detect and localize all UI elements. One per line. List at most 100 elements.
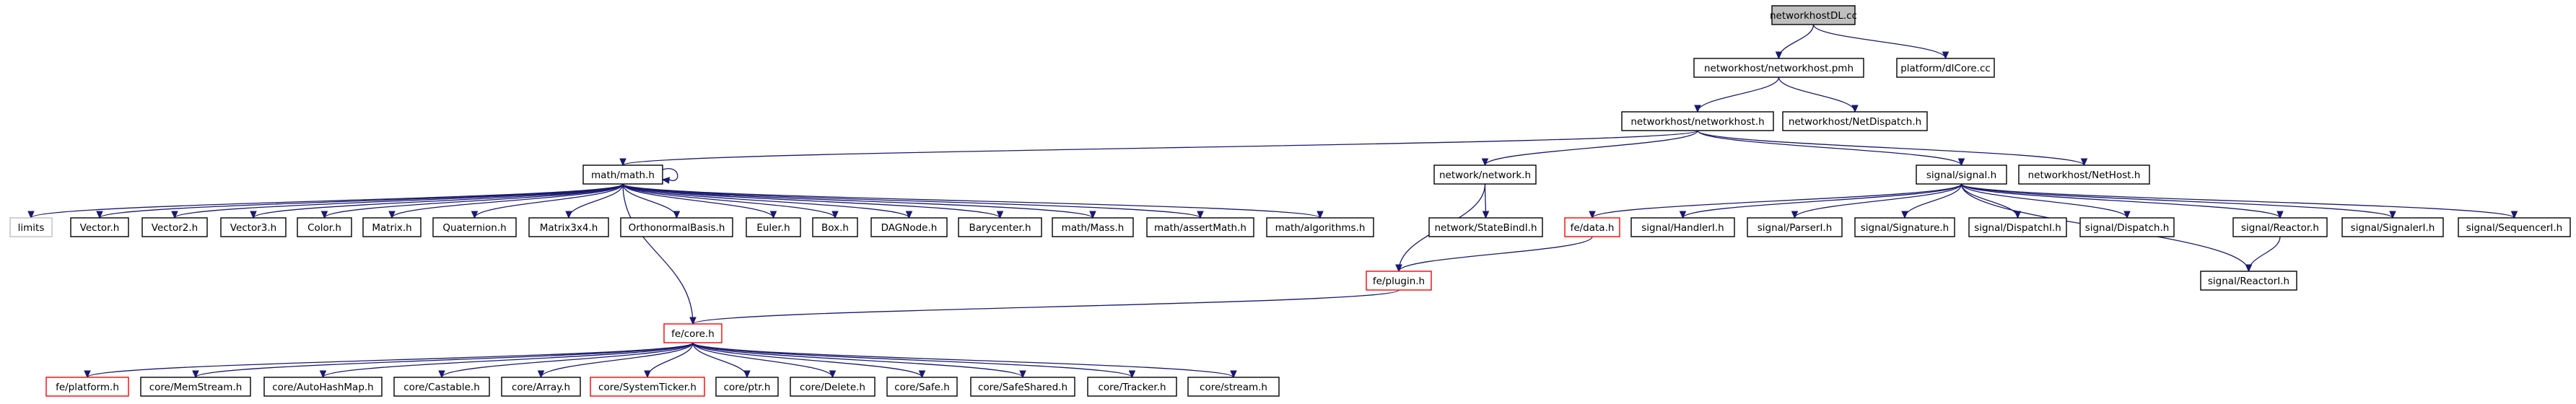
node-signal-parseri-h[interactable]: signal/ParserI.h bbox=[1747, 217, 1843, 237]
node-vector3-h[interactable]: Vector3.h bbox=[220, 217, 287, 237]
edge-arrowhead bbox=[2389, 211, 2396, 219]
node-math-mass-h[interactable]: math/Mass.h bbox=[1052, 217, 1134, 237]
node-quaternion-h[interactable]: Quaternion.h bbox=[432, 217, 517, 237]
node-math-assertmath-h[interactable]: math/assertMath.h bbox=[1146, 217, 1254, 237]
edge-line bbox=[1794, 183, 1962, 219]
node-network-network-h[interactable]: network/network.h bbox=[1433, 164, 1537, 185]
node-core-tracker-h[interactable]: core/Tracker.h bbox=[1087, 377, 1177, 397]
node-box bbox=[1968, 217, 2067, 237]
node-box bbox=[582, 164, 663, 185]
node-core-safeshared-h[interactable]: core/SafeShared.h bbox=[970, 377, 1075, 397]
edge-fe-plugin-h-to-fe-core-h bbox=[689, 289, 1400, 325]
node-networkhost-netdispatch-h[interactable]: networkhost/NetDispatch.h bbox=[1782, 111, 1928, 131]
edge-arrowhead bbox=[320, 211, 328, 219]
edge-line bbox=[622, 183, 836, 219]
node-fe-core-h[interactable]: fe/core.h bbox=[663, 323, 722, 343]
node-network-statebindi-h[interactable]: network/StateBindI.h bbox=[1428, 217, 1543, 237]
edge-arrowhead bbox=[673, 211, 681, 219]
node-signal-sequenceri-h[interactable]: signal/SequencerI.h bbox=[2458, 217, 2571, 237]
edge-arrowhead bbox=[1019, 370, 1026, 379]
node-core-memstream-h[interactable]: core/MemStream.h bbox=[140, 377, 251, 397]
node-core-stream-h[interactable]: core/stream.h bbox=[1187, 377, 1280, 397]
edge-arrowhead bbox=[689, 317, 697, 325]
node-euler-h[interactable]: Euler.h bbox=[746, 217, 801, 237]
node-matrix-h[interactable]: Matrix.h bbox=[362, 217, 422, 237]
node-fe-plugin-h[interactable]: fe/plugin.h bbox=[1366, 271, 1432, 291]
node-signal-signaleri-h[interactable]: signal/SignalerI.h bbox=[2341, 217, 2444, 237]
node-core-safe-h[interactable]: core/Safe.h bbox=[886, 377, 958, 397]
node-vector-h[interactable]: Vector.h bbox=[70, 217, 129, 237]
node-core-castable-h[interactable]: core/Castable.h bbox=[393, 377, 490, 397]
node-label: DAGNode.h bbox=[881, 222, 938, 234]
node-label: signal/HandlerI.h bbox=[1641, 222, 1724, 234]
node-box bbox=[297, 217, 352, 237]
edge-line bbox=[1398, 236, 1593, 272]
node-box bbox=[70, 217, 129, 237]
edge-math-math-h-to-math-assertmath-h bbox=[622, 183, 1204, 219]
node-core-ptr-h[interactable]: core/ptr.h bbox=[715, 377, 779, 397]
edge-arrowhead bbox=[829, 370, 837, 379]
node-label: networkhost/networkhost.h bbox=[1630, 116, 1764, 128]
node-box bbox=[2458, 217, 2571, 237]
node-label: core/SafeShared.h bbox=[978, 382, 1067, 393]
node-core-systemticker-h[interactable]: core/SystemTicker.h bbox=[590, 377, 705, 397]
edge-line bbox=[622, 183, 1093, 219]
node-math-math-h[interactable]: math/math.h bbox=[582, 164, 663, 185]
node-barycenter-h[interactable]: Barycenter.h bbox=[958, 217, 1042, 237]
node-signal-signature-h[interactable]: signal/Signature.h bbox=[1854, 217, 1955, 237]
node-dagnode-h[interactable]: DAGNode.h bbox=[870, 217, 948, 237]
edge-line bbox=[1960, 183, 2128, 219]
node-label: Matrix3x4.h bbox=[540, 222, 598, 234]
node-label: core/MemStream.h bbox=[149, 382, 243, 393]
node-color-h[interactable]: Color.h bbox=[297, 217, 352, 237]
edge-math-math-h-to-dagnode-h bbox=[622, 183, 913, 219]
node-signal-dispatch-h[interactable]: signal/Dispatch.h bbox=[2079, 217, 2175, 237]
edge-line bbox=[1778, 24, 1815, 59]
node-networkhost-networkhost-pmh[interactable]: networkhost/networkhost.pmh bbox=[1693, 58, 1864, 78]
edge-signal-reactor-h-to-signal-reactori-h bbox=[2245, 236, 2281, 273]
node-label: core/Tracker.h bbox=[1098, 382, 1166, 393]
node-box bbox=[263, 377, 383, 397]
node-fe-data-h[interactable]: fe/data.h bbox=[1564, 217, 1620, 237]
node-signal-reactor-h[interactable]: signal/Reactor.h bbox=[2232, 217, 2328, 237]
node-networkhost-networkhost-h[interactable]: networkhost/networkhost.h bbox=[1621, 111, 1774, 131]
edge-signal-signal-h-to-signal-dispatchi-h bbox=[1960, 183, 2022, 219]
node-math-algorithms-h[interactable]: math/algorithms.h bbox=[1266, 217, 1374, 237]
node-box bbox=[812, 217, 858, 237]
node-signal-dispatchi-h[interactable]: signal/DispatchI.h bbox=[1968, 217, 2067, 237]
edge-fe-core-h-to-core-array-h bbox=[537, 342, 694, 379]
node-networkhostdl-cc[interactable]: networkhostDL.cc bbox=[1770, 5, 1857, 25]
node-core-array-h[interactable]: core/Array.h bbox=[501, 377, 581, 397]
node-fe-platform-h[interactable]: fe/platform.h bbox=[45, 377, 129, 397]
node-core-autohashmap-h[interactable]: core/AutoHashMap.h bbox=[263, 377, 383, 397]
node-signal-handleri-h[interactable]: signal/HandlerI.h bbox=[1630, 217, 1735, 237]
node-core-delete-h[interactable]: core/Delete.h bbox=[790, 377, 876, 397]
node-matrix3x4-h[interactable]: Matrix3x4.h bbox=[528, 217, 609, 237]
node-platform-dlcore-cc[interactable]: platform/dlCore.cc bbox=[1896, 58, 1995, 78]
node-label: Matrix.h bbox=[372, 222, 411, 234]
node-networkhost-nethost-h[interactable]: networkhost/NetHost.h bbox=[2018, 164, 2150, 185]
node-vector2-h[interactable]: Vector2.h bbox=[141, 217, 208, 237]
node-box bbox=[1896, 58, 1995, 78]
node-label: networkhostDL.cc bbox=[1770, 10, 1857, 22]
edge-signal-signal-h-to-signal-handleri-h bbox=[1679, 183, 1962, 219]
edge-arrowhead bbox=[1481, 158, 1489, 167]
edge-arrowhead bbox=[1851, 105, 1859, 113]
edge-arrowhead bbox=[619, 158, 626, 167]
node-signal-signal-h[interactable]: signal/signal.h bbox=[1916, 164, 2007, 185]
edge-line bbox=[622, 183, 1001, 219]
node-label: signal/Dispatch.h bbox=[2085, 222, 2170, 234]
edge-signal-signal-h-to-signal-dispatch-h bbox=[1960, 183, 2131, 219]
node-box-h[interactable]: Box.h bbox=[812, 217, 858, 237]
node-limits[interactable]: limits bbox=[9, 217, 53, 237]
edge-line bbox=[1778, 76, 1856, 113]
node-orthonormalbasis-h[interactable]: OrthonormalBasis.h bbox=[620, 217, 733, 237]
node-signal-reactori-h[interactable]: signal/ReactorI.h bbox=[2200, 271, 2297, 291]
edge-line bbox=[1592, 183, 1962, 219]
edge-arrowhead bbox=[2080, 158, 2088, 167]
edge-networkhost-networkhost-h-to-networkhost-nethost-h bbox=[1697, 130, 2088, 167]
edge-arrowhead bbox=[1775, 51, 1783, 60]
node-box bbox=[1747, 217, 1843, 237]
edge-fe-core-h-to-core-systemticker-h bbox=[644, 342, 694, 379]
edge-line bbox=[662, 167, 678, 181]
